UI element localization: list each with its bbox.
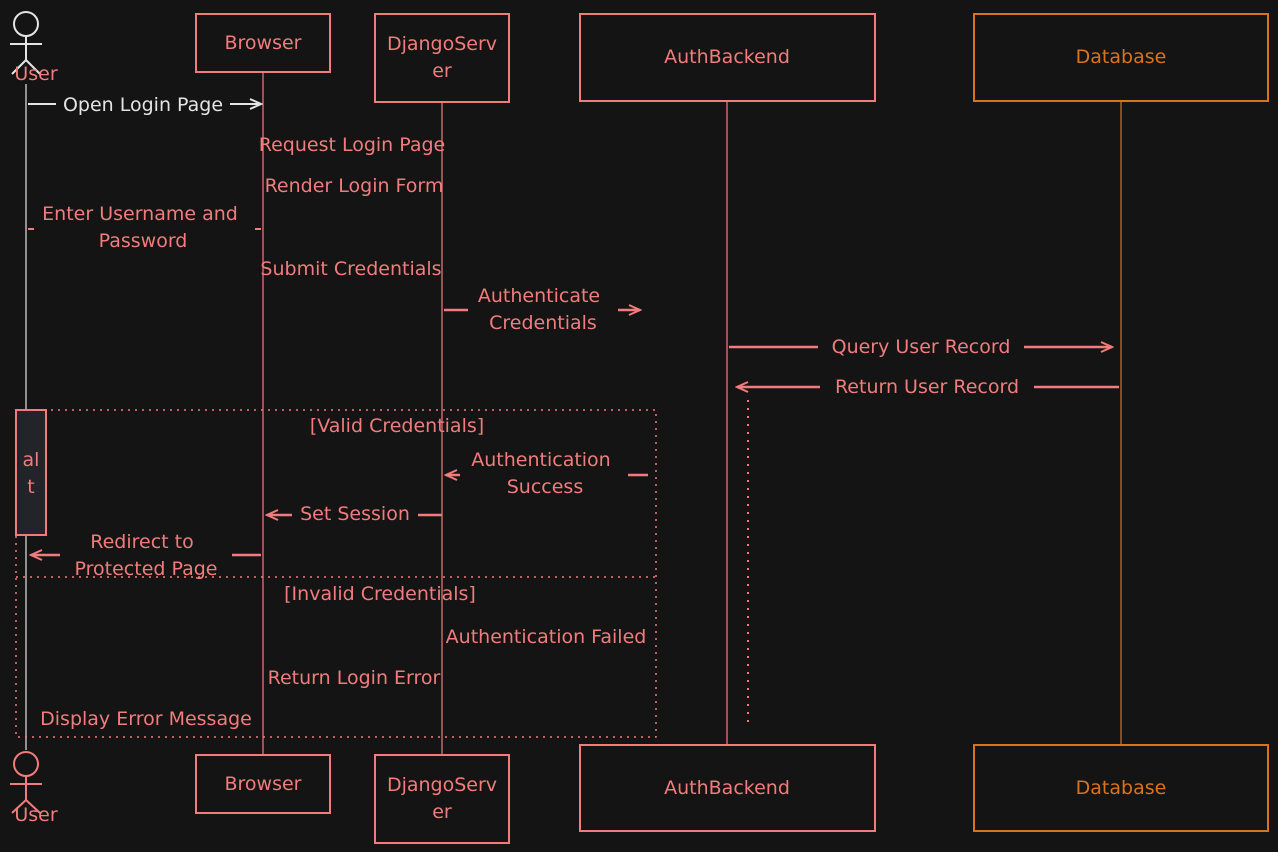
guard-invalid: [Invalid Credentials] bbox=[284, 583, 476, 605]
django-label-bottom-1: DjangoServ bbox=[387, 774, 497, 796]
msg-set-session: Set Session bbox=[267, 503, 442, 525]
browser-box-top: Browser bbox=[195, 13, 331, 73]
msg-open-login: Open Login Page bbox=[28, 94, 261, 116]
msg-redirect-1: Redirect to bbox=[90, 531, 193, 553]
msg-render-form: Render Login Form bbox=[265, 175, 444, 197]
msg-return-error: Return Login Error bbox=[268, 667, 441, 689]
msg-authenticate-2: Credentials bbox=[489, 312, 597, 334]
msg-auth-success: Authentication Success bbox=[446, 449, 648, 498]
browser-label-bottom: Browser bbox=[225, 773, 302, 795]
alt-keyword-1: al bbox=[23, 449, 40, 471]
msg-request-login: Request Login Page bbox=[259, 134, 446, 156]
browser-box-bottom: Browser bbox=[195, 754, 331, 814]
user-actor-top: User bbox=[10, 11, 58, 85]
auth-label-top: AuthBackend bbox=[664, 46, 790, 68]
alt-keyword-box: al t bbox=[15, 409, 47, 536]
user-actor-bottom: User bbox=[10, 751, 58, 826]
django-box-bottom: DjangoServ er bbox=[374, 754, 510, 844]
user-label-bottom: User bbox=[14, 804, 57, 826]
msg-redirect: Redirect to Protected Page bbox=[31, 531, 261, 580]
msg-authenticate-1: Authenticate bbox=[478, 285, 600, 307]
database-box-bottom: Database bbox=[973, 744, 1269, 832]
msg-query-user-label: Query User Record bbox=[832, 336, 1011, 358]
alt-keyword-2: t bbox=[27, 476, 34, 498]
msg-submit-credentials: Submit Credentials bbox=[260, 258, 441, 280]
msg-query-user: Query User Record bbox=[729, 336, 1112, 358]
django-box-top: DjangoServ er bbox=[374, 13, 510, 103]
auth-box-bottom: AuthBackend bbox=[579, 744, 876, 832]
msg-enter-credentials-1: Enter Username and bbox=[42, 203, 238, 225]
guard-valid: [Valid Credentials] bbox=[310, 415, 484, 437]
database-label-bottom: Database bbox=[1076, 777, 1167, 799]
msg-auth-success-2: Success bbox=[507, 476, 583, 498]
msg-auth-success-1: Authentication bbox=[471, 449, 610, 471]
msg-enter-credentials-2: Password bbox=[99, 230, 188, 252]
msg-authenticate: Authenticate Credentials bbox=[444, 285, 640, 334]
django-label-top-2: er bbox=[432, 60, 452, 82]
user-head-icon bbox=[13, 11, 39, 37]
browser-label-top: Browser bbox=[225, 32, 302, 54]
msg-set-session-label: Set Session bbox=[300, 503, 410, 525]
django-label-top-1: DjangoServ bbox=[387, 33, 497, 55]
user-head-icon-bottom bbox=[13, 751, 39, 777]
msg-open-login-label: Open Login Page bbox=[63, 94, 223, 116]
django-label-bottom-2: er bbox=[432, 801, 452, 823]
msg-auth-failed: Authentication Failed bbox=[446, 626, 647, 648]
msg-enter-credentials: Enter Username and Password bbox=[28, 203, 261, 252]
msg-return-user-label: Return User Record bbox=[835, 376, 1019, 398]
auth-box-top: AuthBackend bbox=[579, 13, 876, 102]
database-label-top: Database bbox=[1076, 46, 1167, 68]
auth-label-bottom: AuthBackend bbox=[664, 777, 790, 799]
user-label-top: User bbox=[14, 63, 57, 85]
msg-return-user: Return User Record bbox=[737, 376, 1119, 398]
msg-redirect-2: Protected Page bbox=[75, 558, 218, 580]
msg-display-error: Display Error Message bbox=[40, 708, 252, 730]
database-box-top: Database bbox=[973, 13, 1269, 102]
